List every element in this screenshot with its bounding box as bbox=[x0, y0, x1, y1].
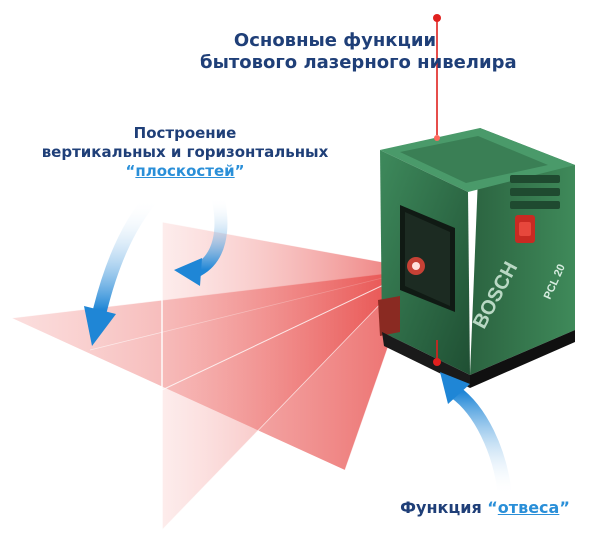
plumb-label: Функция “отвеса” bbox=[370, 498, 600, 518]
planes-quote-close: ” bbox=[234, 162, 245, 180]
plumb-label-word: отвеса bbox=[497, 498, 560, 517]
plumb-beam-top bbox=[433, 14, 441, 135]
arrow-to-plumb bbox=[440, 372, 512, 502]
grip-texture bbox=[510, 175, 560, 209]
arrow-to-vertical-plane bbox=[84, 193, 157, 346]
plumb-beam-bottom bbox=[433, 340, 441, 366]
planes-label-line-1: Построение bbox=[133, 124, 237, 142]
planes-label-word: плоскостей bbox=[135, 162, 235, 180]
diagram-title: Основные функции бытового лазерного ниве… bbox=[200, 30, 517, 74]
plumb-quote-close: ” bbox=[559, 498, 570, 517]
title-line-1: Основные функции bbox=[233, 30, 437, 51]
planes-label-line-2: вертикальных и горизонтальных bbox=[41, 143, 329, 161]
plumb-quote-open: “ bbox=[487, 498, 498, 517]
arrow-to-horizontal-plane bbox=[174, 191, 228, 286]
planes-quote-open: “ bbox=[125, 162, 136, 180]
planes-label: Построение вертикальных и горизонтальных… bbox=[0, 124, 370, 181]
title-line-2: бытового лазерного нивелира bbox=[200, 52, 517, 73]
vertical-plane bbox=[161, 221, 416, 531]
laser-level-device: BOSCH PCL 20 bbox=[378, 128, 575, 388]
plumb-label-prefix: Функция bbox=[400, 498, 488, 517]
planes-label-line-3: “плоскостей” bbox=[0, 162, 370, 181]
